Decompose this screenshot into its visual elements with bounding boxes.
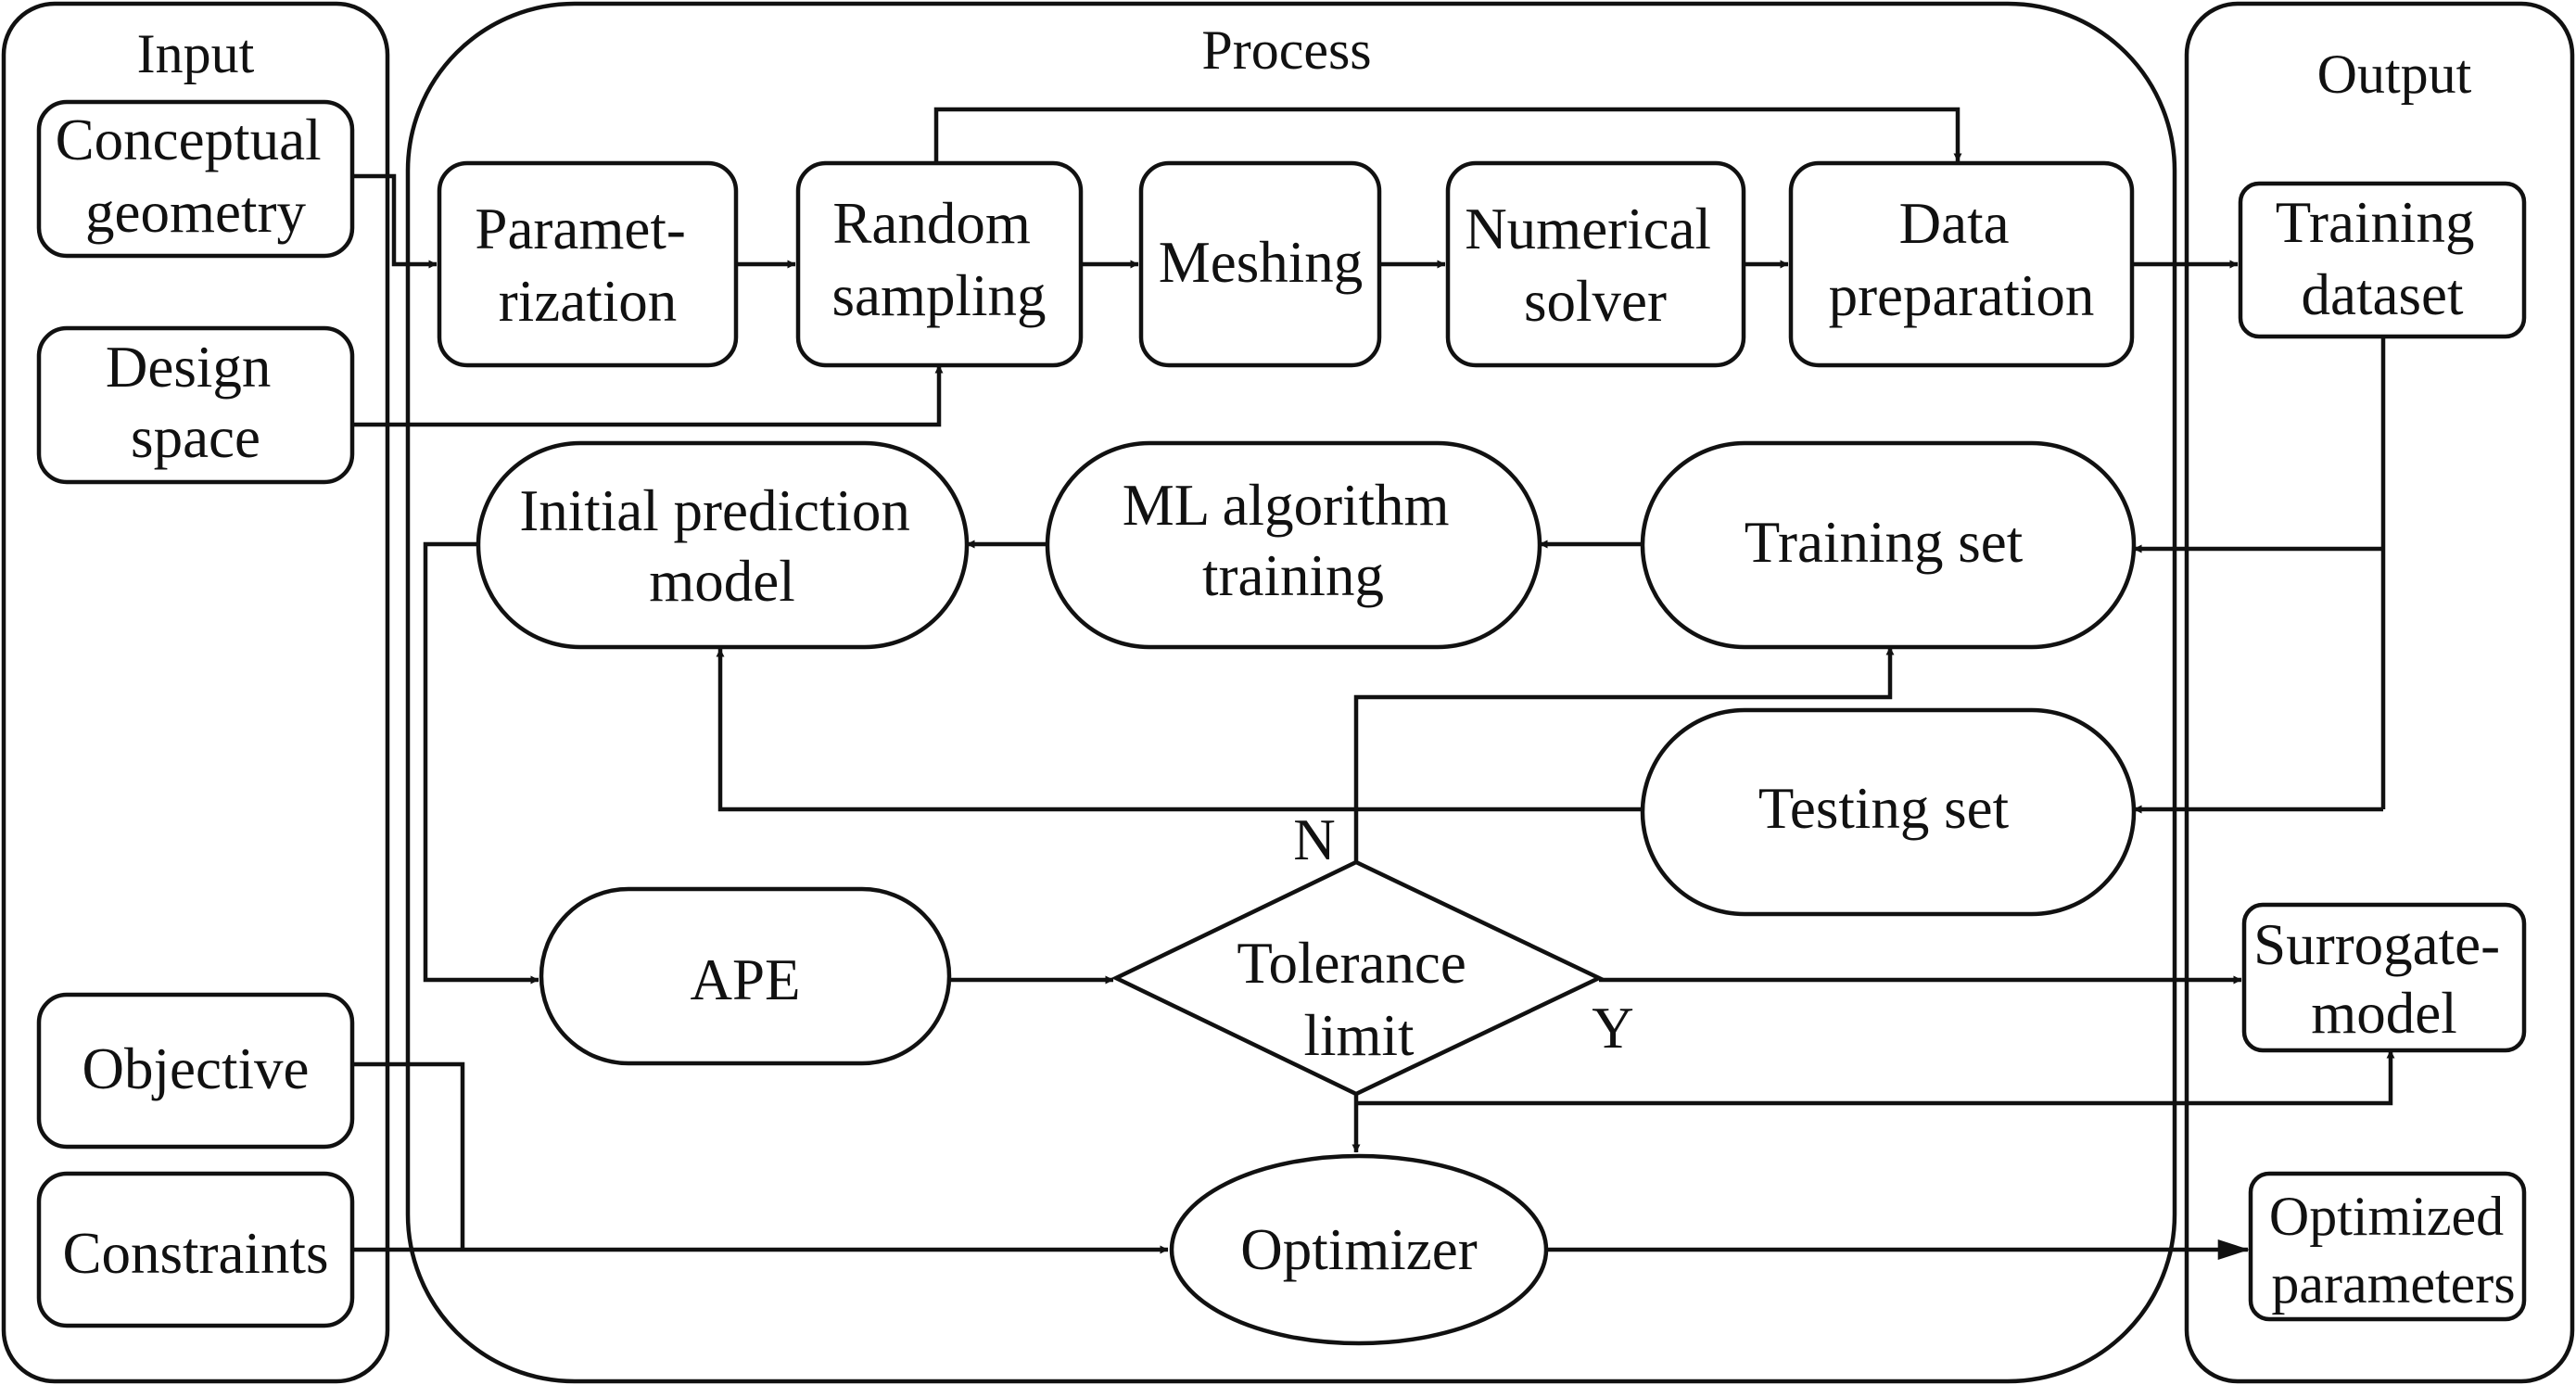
node-label-line: Initial prediction	[519, 478, 910, 543]
node-numerical-solver: Numerical solver	[1445, 160, 1746, 368]
node-label-line: model	[649, 549, 794, 614]
node-label-line: Meshing	[1159, 230, 1364, 295]
node-label-line: preparation	[1829, 263, 2095, 328]
node-label-line: solver	[1524, 269, 1667, 334]
input-panel-title: Input	[137, 23, 255, 84]
node-label-line: Training	[2276, 190, 2475, 255]
node-label-line: sampling	[832, 263, 1047, 328]
node-tolerance-limit: Tolerance limit	[1110, 859, 1605, 1097]
process-panel: Process	[405, 1, 2177, 1384]
node-label-line: APE	[690, 947, 800, 1012]
node-label-line: Surrogate-	[2253, 912, 2500, 977]
svg-text:Design space: Design space	[106, 335, 286, 470]
node-label-line: Conceptual	[56, 108, 322, 172]
branch-label-no: N	[1293, 807, 1336, 872]
line-objective-to-optimizer	[352, 1061, 465, 1250]
svg-text:Optimized parameters: Optimized parameters	[2269, 1186, 2518, 1315]
svg-text:Tolerance limit: Tolerance limit	[1237, 931, 1480, 1068]
node-label-line: Constraints	[62, 1221, 328, 1286]
process-panel-title: Process	[1201, 19, 1371, 81]
node-meshing: Meshing	[1138, 160, 1382, 368]
node-label-line: training	[1202, 543, 1384, 608]
node-label-line: Tolerance	[1237, 931, 1466, 996]
node-training-set: Training set	[1640, 440, 2137, 650]
node-design-space: Design space	[36, 325, 355, 485]
node-ape: APE	[539, 886, 952, 1066]
node-training-dataset: Training dataset	[2238, 181, 2527, 339]
node-label-line: Objective	[82, 1036, 310, 1101]
node-label-line: Data	[1899, 191, 2010, 256]
svg-text:Numerical solver: Numerical solver	[1465, 197, 1726, 334]
node-constraints: Constraints	[36, 1171, 355, 1328]
node-initial-prediction-model: Initial prediction model	[476, 440, 970, 650]
node-label-line: Random	[832, 191, 1031, 256]
arrow-no-branch-to-training-set	[1353, 646, 1895, 862]
arrow-testing-set-to-initial-model	[716, 648, 1643, 812]
svg-text:Paramet- rization: Paramet- rization	[475, 197, 700, 334]
node-random-sampling: Random sampling	[795, 160, 1084, 368]
node-label-line: Training set	[1745, 510, 2024, 575]
node-label-line: Paramet-	[475, 197, 685, 261]
svg-text:Data preparation: Data preparation	[1829, 191, 2095, 328]
svg-text:Surrogate- model: Surrogate- model	[2253, 912, 2515, 1046]
output-panel: Output	[2184, 1, 2575, 1384]
node-parametrization: Paramet- rization	[437, 160, 739, 368]
node-ml-algorithm-training: ML algorithm training	[1045, 440, 1542, 650]
node-label-line: parameters	[2271, 1253, 2515, 1315]
arrow-initial-model-to-ape	[423, 541, 539, 985]
node-label-line: space	[131, 405, 260, 470]
arrow-link-to-surrogate	[1356, 1049, 2395, 1106]
node-conceptual-geometry: Conceptual geometry	[36, 99, 355, 259]
node-label-line: model	[2311, 981, 2456, 1046]
svg-text:Training dataset: Training dataset	[2276, 190, 2489, 327]
node-label-line: Optimizer	[1240, 1217, 1477, 1282]
node-label-line: Optimized	[2269, 1186, 2504, 1247]
node-label-line: Numerical	[1465, 197, 1711, 261]
node-label-line: ML algorithm	[1123, 473, 1450, 538]
arrow-geometry-to-parametrization	[354, 173, 438, 269]
arrow-design-space-to-sampling	[352, 364, 944, 427]
branch-label-yes: Y	[1592, 996, 1634, 1061]
node-objective: Objective	[36, 992, 355, 1150]
node-label-line: limit	[1303, 1003, 1415, 1068]
svg-text:Conceptual geometry: Conceptual geometry	[56, 108, 336, 245]
node-optimizer: Optimizer	[1169, 1153, 1549, 1346]
output-panel-title: Output	[2317, 44, 2472, 105]
svg-text:Initial prediction model: Initial prediction model	[519, 478, 924, 614]
node-label-line: Testing set	[1758, 776, 2010, 841]
svg-text:Random sampling: Random sampling	[832, 191, 1047, 328]
arrow-sampling-bypass-to-data-preparation	[933, 107, 1962, 162]
input-panel: Input	[1, 1, 390, 1384]
node-data-preparation: Data preparation	[1788, 160, 2135, 368]
node-label-line: dataset	[2302, 262, 2464, 327]
svg-text:ML algorithm training: ML algorithm training	[1123, 473, 1465, 608]
node-surrogate-model: Surrogate- model	[2241, 902, 2527, 1053]
connectors	[352, 107, 2395, 1260]
node-label-line: Design	[106, 335, 271, 400]
node-optimized-parameters: Optimized parameters	[2248, 1171, 2527, 1322]
node-label-line: geometry	[85, 180, 306, 245]
node-label-line: rization	[499, 269, 677, 334]
node-testing-set: Testing set	[1640, 707, 2137, 917]
